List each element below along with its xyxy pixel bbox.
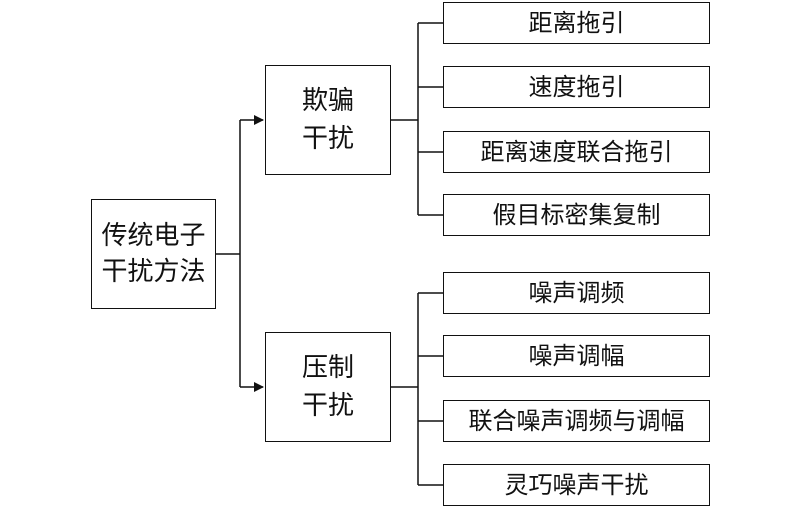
leaf-noise-fm: 噪声调频 [443, 272, 710, 314]
root-node: 传统电子 干扰方法 [91, 199, 216, 309]
leaf-range-velocity-pull-off: 距离速度联合拖引 [443, 131, 710, 173]
suppression-label-line-1: 压制 [301, 353, 354, 383]
leaf-dense-false-target: 假目标密集复制 [443, 194, 710, 236]
leaf-velocity-gate-pull-off: 速度拖引 [443, 66, 710, 108]
leaf-smart-noise-jamming: 灵巧噪声干扰 [443, 464, 710, 506]
suppression-jamming-node: 压制 干扰 [265, 332, 391, 442]
root-label-line-2: 干扰方法 [101, 257, 206, 287]
suppression-label-line-2: 干扰 [301, 391, 354, 421]
deception-jamming-node: 欺骗 干扰 [265, 65, 391, 175]
leaf-range-gate-pull-off: 距离拖引 [443, 2, 710, 44]
deception-label-line-1: 欺骗 [301, 86, 354, 116]
root-label-line-1: 传统电子 [101, 221, 206, 251]
leaf-joint-noise-fm-am: 联合噪声调频与调幅 [443, 400, 710, 442]
leaf-noise-am: 噪声调幅 [443, 335, 710, 377]
deception-label-line-2: 干扰 [301, 124, 354, 154]
